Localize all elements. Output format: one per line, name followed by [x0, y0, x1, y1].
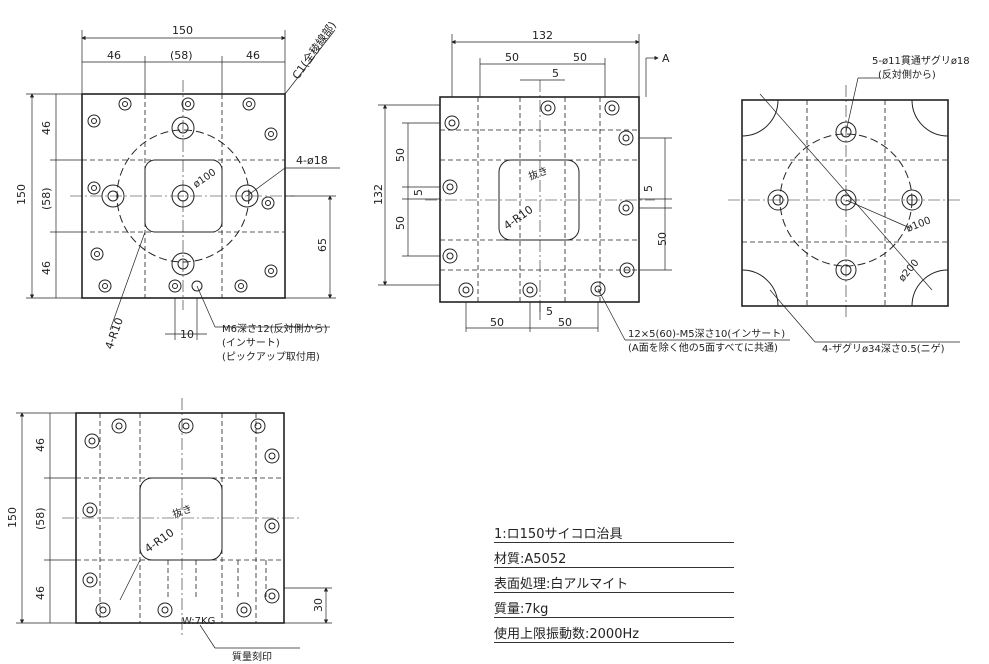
view-top-mid — [378, 34, 790, 341]
note-mark-label: 質量刻印 — [232, 650, 272, 663]
title-block: 1:ロ150サイコロ治具 材質:A5052 表面処理:白アルマイト 質量:7kg… — [494, 523, 734, 648]
dim-46-left: 46 — [107, 49, 121, 62]
note-m5-2: (A面を除く他の5面すべてに共通) — [628, 341, 778, 354]
dim-side-58: (58) — [34, 507, 47, 530]
note-r10: 4-R10 — [103, 316, 126, 351]
dim-height-150: 150 — [6, 507, 19, 528]
weight-mark: W:7KG — [182, 616, 215, 627]
dim-top-50b: 50 — [573, 51, 587, 64]
view-top-right — [728, 77, 962, 343]
dim-bot-50a: 50 — [490, 316, 504, 329]
note-dia-200: ø200 — [897, 258, 922, 284]
note-hole-11-sub: (反対側から) — [878, 68, 936, 81]
dim-65: 65 — [316, 238, 329, 252]
note-hole-11: 5-ø11貫通ザグリø18 — [872, 54, 970, 67]
note-chamfer: C1(全稜線部) — [289, 19, 339, 82]
dim-bot-5: 5 — [546, 305, 553, 318]
view-top-left — [26, 29, 340, 340]
view-top-mid-labels: 132 50 50 5 A 132 50 5 50 5 50 50 5 50 抜… — [372, 29, 785, 354]
title-line-frequency: 使用上限振動数:2000Hz — [494, 623, 734, 643]
note-m6-2: (インサート) — [222, 337, 280, 349]
dim-46-right: 46 — [246, 49, 260, 62]
dim-right-5: 5 — [642, 185, 655, 192]
view-bottom-left — [16, 398, 332, 649]
view-top-left-labels: 150 46 (58) 46 150 46 (58) 46 65 10 C1(全… — [15, 19, 339, 363]
dim-30: 30 — [312, 598, 325, 612]
note-m5-1: 12×5(60)-M5深さ10(インサート) — [628, 328, 785, 340]
note-m6-3: (ピックアップ取付用) — [222, 350, 320, 363]
note-r10: 4-R10 — [501, 203, 535, 232]
title-line-material: 材質:A5052 — [494, 548, 734, 568]
note-dia-100: ø100 — [191, 167, 218, 190]
dim-58-center: (58) — [170, 49, 193, 62]
label-a: A — [662, 52, 670, 65]
dim-side-46-top: 46 — [34, 438, 47, 452]
title-line-1: 1:ロ150サイコロ治具 — [494, 523, 734, 543]
dim-10: 10 — [180, 328, 194, 341]
dim-side-58: (58) — [40, 187, 53, 210]
dim-bot-50b: 50 — [558, 316, 572, 329]
dim-height-150: 150 — [15, 184, 28, 205]
dim-left-5: 5 — [412, 189, 425, 196]
note-m6-1: M6深さ12(反対側から) — [222, 322, 328, 335]
dim-side-46-top: 46 — [40, 121, 53, 135]
note-zaguri: 4-ザグリø34深さ0.5(ニゲ) — [822, 342, 945, 355]
note-r10: 4-R10 — [142, 526, 176, 555]
dim-right-50: 50 — [656, 232, 669, 246]
dim-width-132: 132 — [532, 29, 553, 42]
dim-left-132: 132 — [372, 184, 385, 205]
title-line-finish: 表面処理:白アルマイト — [494, 573, 734, 593]
view-top-right-labels: 5-ø11貫通ザグリø18 (反対側から) ø100 ø200 4-ザグリø34… — [822, 54, 970, 355]
view-bottom-left-labels: 150 46 (58) 46 30 抜き 4-R10 W:7KG 質量刻印 — [6, 438, 325, 663]
note-hole-18: 4-ø18 — [296, 154, 328, 167]
dim-top-5: 5 — [552, 67, 559, 80]
dim-top-50a: 50 — [505, 51, 519, 64]
note-nuki: 抜き — [527, 164, 550, 183]
dim-side-46-bot: 46 — [34, 586, 47, 600]
dim-width-150: 150 — [172, 24, 193, 37]
dim-left-50b: 50 — [394, 216, 407, 230]
dim-side-46-bot: 46 — [40, 261, 53, 275]
dim-left-50a: 50 — [394, 148, 407, 162]
title-line-weight: 質量:7kg — [494, 598, 734, 618]
